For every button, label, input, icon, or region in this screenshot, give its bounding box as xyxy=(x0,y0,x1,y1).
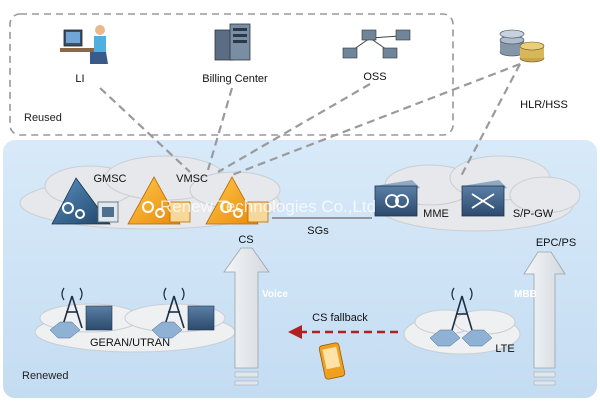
vmsc-label: VMSC xyxy=(176,173,208,185)
mme-icon xyxy=(374,180,420,217)
li-label: LI xyxy=(75,73,84,85)
li-operator-icon xyxy=(60,25,108,64)
oss-network-icon xyxy=(342,29,411,59)
geran-label: GERAN/UTRAN xyxy=(90,337,170,349)
vmsc-icon xyxy=(127,176,269,225)
renewed-label: Renewed xyxy=(22,370,68,382)
mme-label: MME xyxy=(423,208,449,220)
billing-server-icon xyxy=(214,23,251,61)
voice-arrow xyxy=(223,247,270,386)
hlr-database-icon xyxy=(499,29,545,63)
lte-label: LTE xyxy=(495,343,514,355)
mbb-arrow xyxy=(523,251,566,386)
access-cloud-right xyxy=(403,309,521,355)
lte-cells-icon xyxy=(429,329,493,347)
cs-fallback-label: CS fallback xyxy=(312,312,368,324)
reused-label: Reused xyxy=(24,112,62,124)
cs-fallback-arrowhead xyxy=(288,325,302,339)
gmsc-label: GMSC xyxy=(94,173,127,185)
dashed-links xyxy=(99,62,521,179)
watermark-text: Renew Technologies Co.,Ltd xyxy=(160,197,376,216)
sgs-label: SGs xyxy=(307,225,329,237)
mbb-label: MBB xyxy=(514,289,537,300)
lte-tower-icon xyxy=(451,287,473,331)
voice-label: Voice xyxy=(262,289,288,300)
spgw-icon xyxy=(461,180,507,217)
cs-label: CS xyxy=(238,234,253,246)
geran-bts-icon xyxy=(49,305,215,339)
hlr-label: HLR/HSS xyxy=(520,99,568,111)
reused-zone xyxy=(9,13,454,136)
oss-label: OSS xyxy=(363,71,386,83)
mobile-phone-icon xyxy=(318,342,346,380)
billing-label: Billing Center xyxy=(202,73,268,85)
spgw-label: S/P-GW xyxy=(513,208,554,220)
gmsc-icon xyxy=(51,177,119,225)
geran-signal-icon xyxy=(61,287,185,301)
epcps-label: EPC/PS xyxy=(536,237,576,249)
